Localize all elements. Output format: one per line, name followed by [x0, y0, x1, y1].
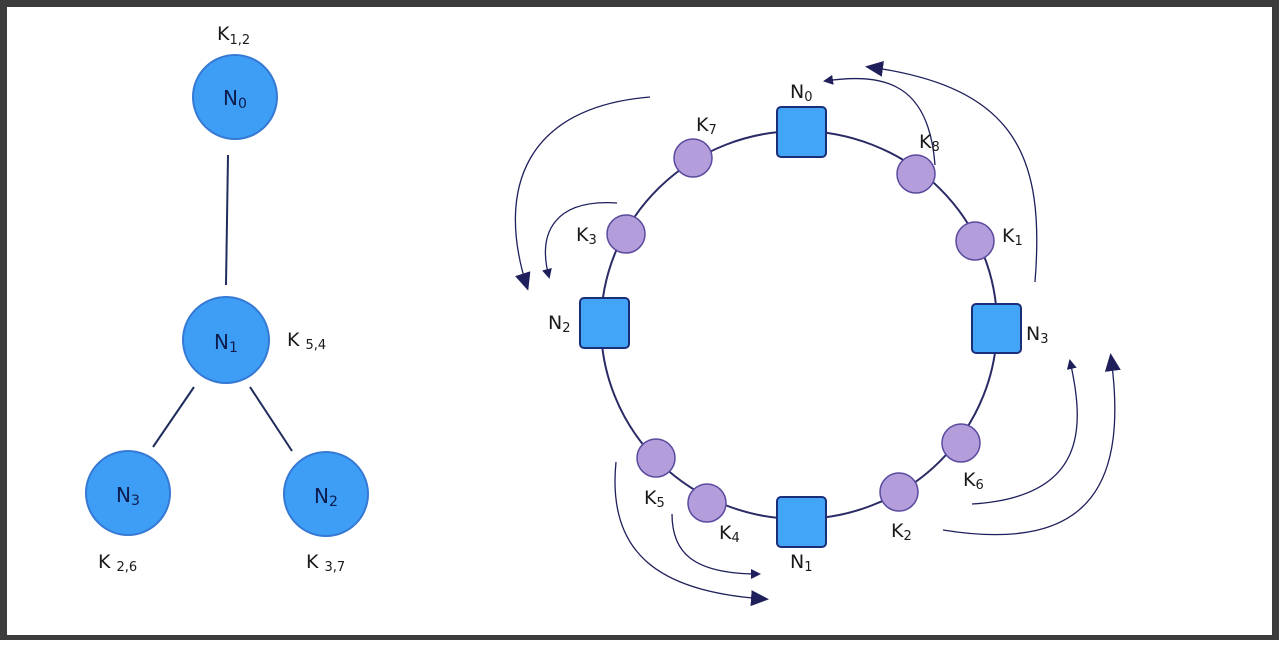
tree-node-n3-sub: 3	[131, 493, 140, 509]
svg-text:K4: K4	[719, 522, 740, 546]
ring-server-n3: N3	[971, 303, 1049, 354]
tree-node-n0-key-base: K	[217, 23, 230, 45]
tree-node-n3-key-base: K	[98, 551, 117, 573]
ring-key-k5: K5	[636, 438, 676, 511]
svg-text:N2: N2	[314, 484, 338, 510]
ring-key-k6-base: K	[963, 469, 976, 491]
tree-node-n2-key-sub: 3,7	[325, 560, 346, 575]
ring-key-k3-sub: 3	[588, 233, 596, 248]
ring-key-k8-sub: 8	[931, 140, 939, 155]
tree-node-n1-key-sub: 5,4	[306, 338, 327, 353]
ring-key-k7-base: K	[696, 114, 709, 136]
ring-server-n1-base: N	[790, 551, 804, 573]
svg-text:K3: K3	[576, 224, 597, 248]
ring-key-k1-base: K	[1002, 225, 1015, 247]
arrow-inner-left	[542, 202, 618, 279]
tree-node-n0-sub: 0	[238, 96, 247, 112]
svg-text:K6: K6	[963, 469, 984, 493]
arrow-outer-left	[514, 96, 651, 291]
ring-key-k6-sub: 6	[975, 478, 983, 493]
ring-key-k7: K7	[673, 114, 717, 178]
ring-key-k4: K4	[687, 483, 740, 546]
ring-key-k6: K6	[941, 423, 984, 493]
svg-text:K8: K8	[919, 131, 940, 155]
tree-node-n3-key-sub: 2,6	[117, 560, 138, 575]
svg-text:N0: N0	[790, 81, 813, 105]
ring-server-n3-sub: 3	[1040, 332, 1048, 347]
ring-server-n0-base: N	[790, 81, 804, 103]
svg-text:N3: N3	[1026, 323, 1049, 347]
ring-server-n1-sub: 1	[804, 560, 812, 575]
tree-node-n2-key-label: K 3,7	[306, 551, 345, 575]
ring-key-k2-base: K	[891, 520, 904, 542]
hash-ring: N0 N3 N1 N2 K7 K8 K1 K3	[514, 60, 1121, 607]
ring-key-k1-sub: 1	[1014, 234, 1022, 249]
ring-key-k2: K2	[879, 472, 919, 544]
arrow-right-outer	[942, 353, 1121, 536]
tree-node-n1-key-label: K 5,4	[287, 329, 326, 353]
ring-key-k3-base: K	[576, 224, 589, 246]
ring-key-k1: K1	[955, 221, 1023, 261]
tree-node-n3-key-label: K 2,6	[98, 551, 137, 575]
svg-text:N1: N1	[790, 551, 813, 575]
tree-edge-n1-n2	[249, 386, 293, 452]
ring-key-k8: K8	[896, 131, 940, 194]
tree-graph: N0 K1,2 N1 K 5,4 N3 K 2,6 N2	[85, 23, 369, 575]
ring-key-k8-base: K	[919, 131, 932, 153]
tree-node-n1-key-base: K	[287, 329, 306, 351]
tree-node-n1-base: N	[214, 330, 229, 354]
tree-node-n0: N0	[192, 54, 278, 140]
ring-server-n2-base: N	[548, 312, 562, 334]
ring-key-k4-base: K	[719, 522, 732, 544]
tree-edge-n0-n1	[225, 154, 229, 286]
ring-server-n2: N2	[548, 297, 630, 349]
ring-key-k4-sub: 4	[731, 531, 739, 546]
tree-edge-n1-n3	[152, 386, 195, 448]
tree-node-n0-key-sub: 1,2	[229, 33, 250, 48]
svg-text:N3: N3	[116, 483, 140, 509]
tree-node-n0-base: N	[223, 86, 238, 110]
svg-text:K2: K2	[891, 520, 912, 544]
svg-text:K5: K5	[644, 487, 665, 511]
ring-server-n0: N0	[776, 81, 827, 158]
tree-node-n3: N3	[85, 450, 171, 536]
svg-text:N2: N2	[548, 312, 571, 336]
ring-server-n3-base: N	[1026, 323, 1040, 345]
ring-key-k2-sub: 2	[903, 529, 911, 544]
tree-node-n1-sub: 1	[229, 340, 238, 356]
arrow-top-outer	[865, 60, 1038, 283]
tree-node-n0-key-label: K1,2	[217, 23, 250, 48]
arrow-bottom-inner	[671, 513, 761, 579]
arrow-bottom-outer	[614, 461, 769, 607]
ring-key-k5-base: K	[644, 487, 657, 509]
tree-node-n2-base: N	[314, 484, 329, 508]
ring-key-k3: K3	[576, 214, 646, 254]
tree-node-n1: N1	[182, 296, 270, 384]
svg-text:N1: N1	[214, 330, 238, 356]
diagram-svg: N0 K1,2 N1 K 5,4 N3 K 2,6 N2	[85, 23, 1121, 607]
tree-node-n2-key-base: K	[306, 551, 325, 573]
tree-node-n3-base: N	[116, 483, 131, 507]
ring-server-n0-sub: 0	[804, 90, 812, 105]
arrow-top-inner	[823, 74, 936, 166]
svg-text:K7: K7	[696, 114, 717, 138]
ring-arrows	[514, 60, 1121, 607]
ring-key-k7-sub: 7	[708, 123, 716, 138]
tree-node-n2-sub: 2	[329, 494, 338, 510]
svg-text:N0: N0	[223, 86, 247, 112]
ring-key-k5-sub: 5	[656, 496, 664, 511]
ring-server-n2-sub: 2	[562, 321, 570, 336]
tree-node-n2: N2	[283, 451, 369, 537]
ring-server-n1: N1	[776, 496, 827, 575]
arrow-right-inner	[971, 359, 1078, 505]
svg-text:K1: K1	[1002, 225, 1023, 249]
